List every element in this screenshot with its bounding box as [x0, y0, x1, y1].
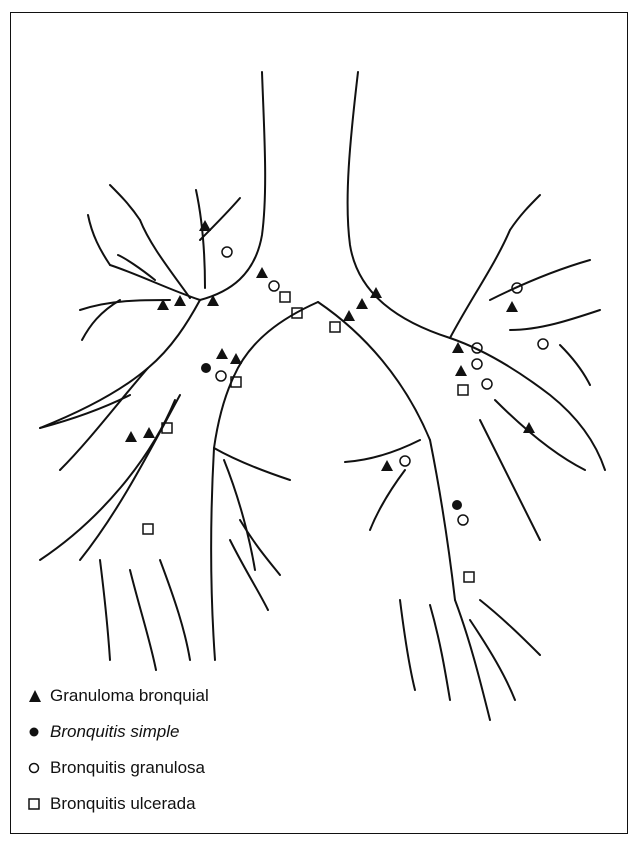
triangle-marker — [216, 348, 228, 359]
right-main-bronchus-outer — [450, 338, 605, 470]
open-circle-icon — [28, 761, 50, 775]
right-upper-sub-b — [560, 345, 590, 385]
left-lower-branch-6 — [224, 460, 255, 570]
triangle-marker — [125, 431, 137, 442]
left-upper-branch-4 — [80, 300, 170, 310]
triangle-marker — [343, 310, 355, 321]
circle-marker — [458, 515, 468, 525]
right-upper-branch-3 — [510, 310, 600, 330]
square-marker — [458, 385, 468, 395]
square-marker — [280, 292, 290, 302]
dot-marker — [452, 500, 462, 510]
legend-label: Bronquitis ulcerada — [50, 794, 196, 814]
left-lower-sub-3 — [160, 560, 190, 660]
triangle-marker — [452, 342, 464, 353]
bronquitis-simple-markers — [201, 363, 462, 510]
carina-left — [234, 302, 318, 376]
square-marker — [330, 322, 340, 332]
circle-marker — [222, 247, 232, 257]
legend: Granuloma bronquial Bronquitis simple Br… — [28, 678, 209, 822]
triangle-marker — [143, 427, 155, 438]
left-lower-sub-4 — [240, 520, 280, 575]
left-upper-sub-e — [82, 300, 120, 340]
legend-item-granulosa: Bronquitis granulosa — [28, 750, 209, 786]
triangle-marker — [381, 460, 393, 471]
right-lower-sub-4 — [480, 600, 540, 655]
legend-label: Bronquitis simple — [50, 722, 179, 742]
circle-marker — [400, 456, 410, 466]
trachea-right-wall — [348, 72, 450, 338]
square-marker — [143, 524, 153, 534]
circle-marker — [482, 379, 492, 389]
right-lower-sub-6 — [370, 470, 405, 530]
filled-triangle-icon — [28, 689, 50, 703]
left-lower-sub-1 — [100, 560, 110, 660]
right-lower-sub-3 — [470, 620, 515, 700]
right-lower-sub-2 — [430, 605, 450, 700]
circle-marker — [269, 281, 279, 291]
triangle-marker — [230, 353, 242, 364]
left-main-bronchus-outer — [40, 300, 200, 428]
right-upper-branch — [450, 230, 510, 338]
triangle-marker — [455, 365, 467, 376]
right-middle-branch-2 — [495, 400, 585, 470]
triangle-marker — [356, 298, 368, 309]
square-marker — [464, 572, 474, 582]
left-upper-sub-c — [200, 198, 240, 240]
circle-marker — [538, 339, 548, 349]
right-main-bronchus-inner — [430, 440, 455, 600]
triangle-marker — [506, 301, 518, 312]
right-middle-branch — [480, 420, 540, 540]
legend-item-simple: Bronquitis simple — [28, 714, 209, 750]
right-lower-branch — [455, 600, 490, 720]
circle-marker — [216, 371, 226, 381]
right-upper-sub-a — [510, 195, 540, 230]
bronquitis-granulosa-markers — [216, 247, 548, 525]
left-lower-branch-3 — [40, 400, 175, 560]
circle-marker — [472, 359, 482, 369]
dot-marker — [201, 363, 211, 373]
bronquitis-ulcerada-markers — [143, 292, 474, 582]
left-lower-sub-2 — [130, 570, 156, 670]
left-upper-sub-b — [110, 185, 140, 220]
left-lower-sub-5 — [230, 540, 268, 610]
right-upper-branch-2 — [490, 260, 590, 300]
left-lower-branch-4 — [211, 448, 215, 660]
right-lower-sub-1 — [400, 600, 415, 690]
left-upper-sub-a — [88, 215, 110, 265]
legend-item-granuloma: Granuloma bronquial — [28, 678, 209, 714]
triangle-marker — [174, 295, 186, 306]
left-upper-sub-d — [118, 255, 155, 280]
legend-item-ulcerada: Bronquitis ulcerada — [28, 786, 209, 822]
triangle-marker — [256, 267, 268, 278]
open-square-icon — [28, 797, 50, 811]
trachea-left-wall — [200, 72, 265, 300]
filled-dot-icon — [28, 725, 50, 739]
legend-label: Bronquitis granulosa — [50, 758, 205, 778]
legend-label: Granuloma bronquial — [50, 686, 209, 706]
